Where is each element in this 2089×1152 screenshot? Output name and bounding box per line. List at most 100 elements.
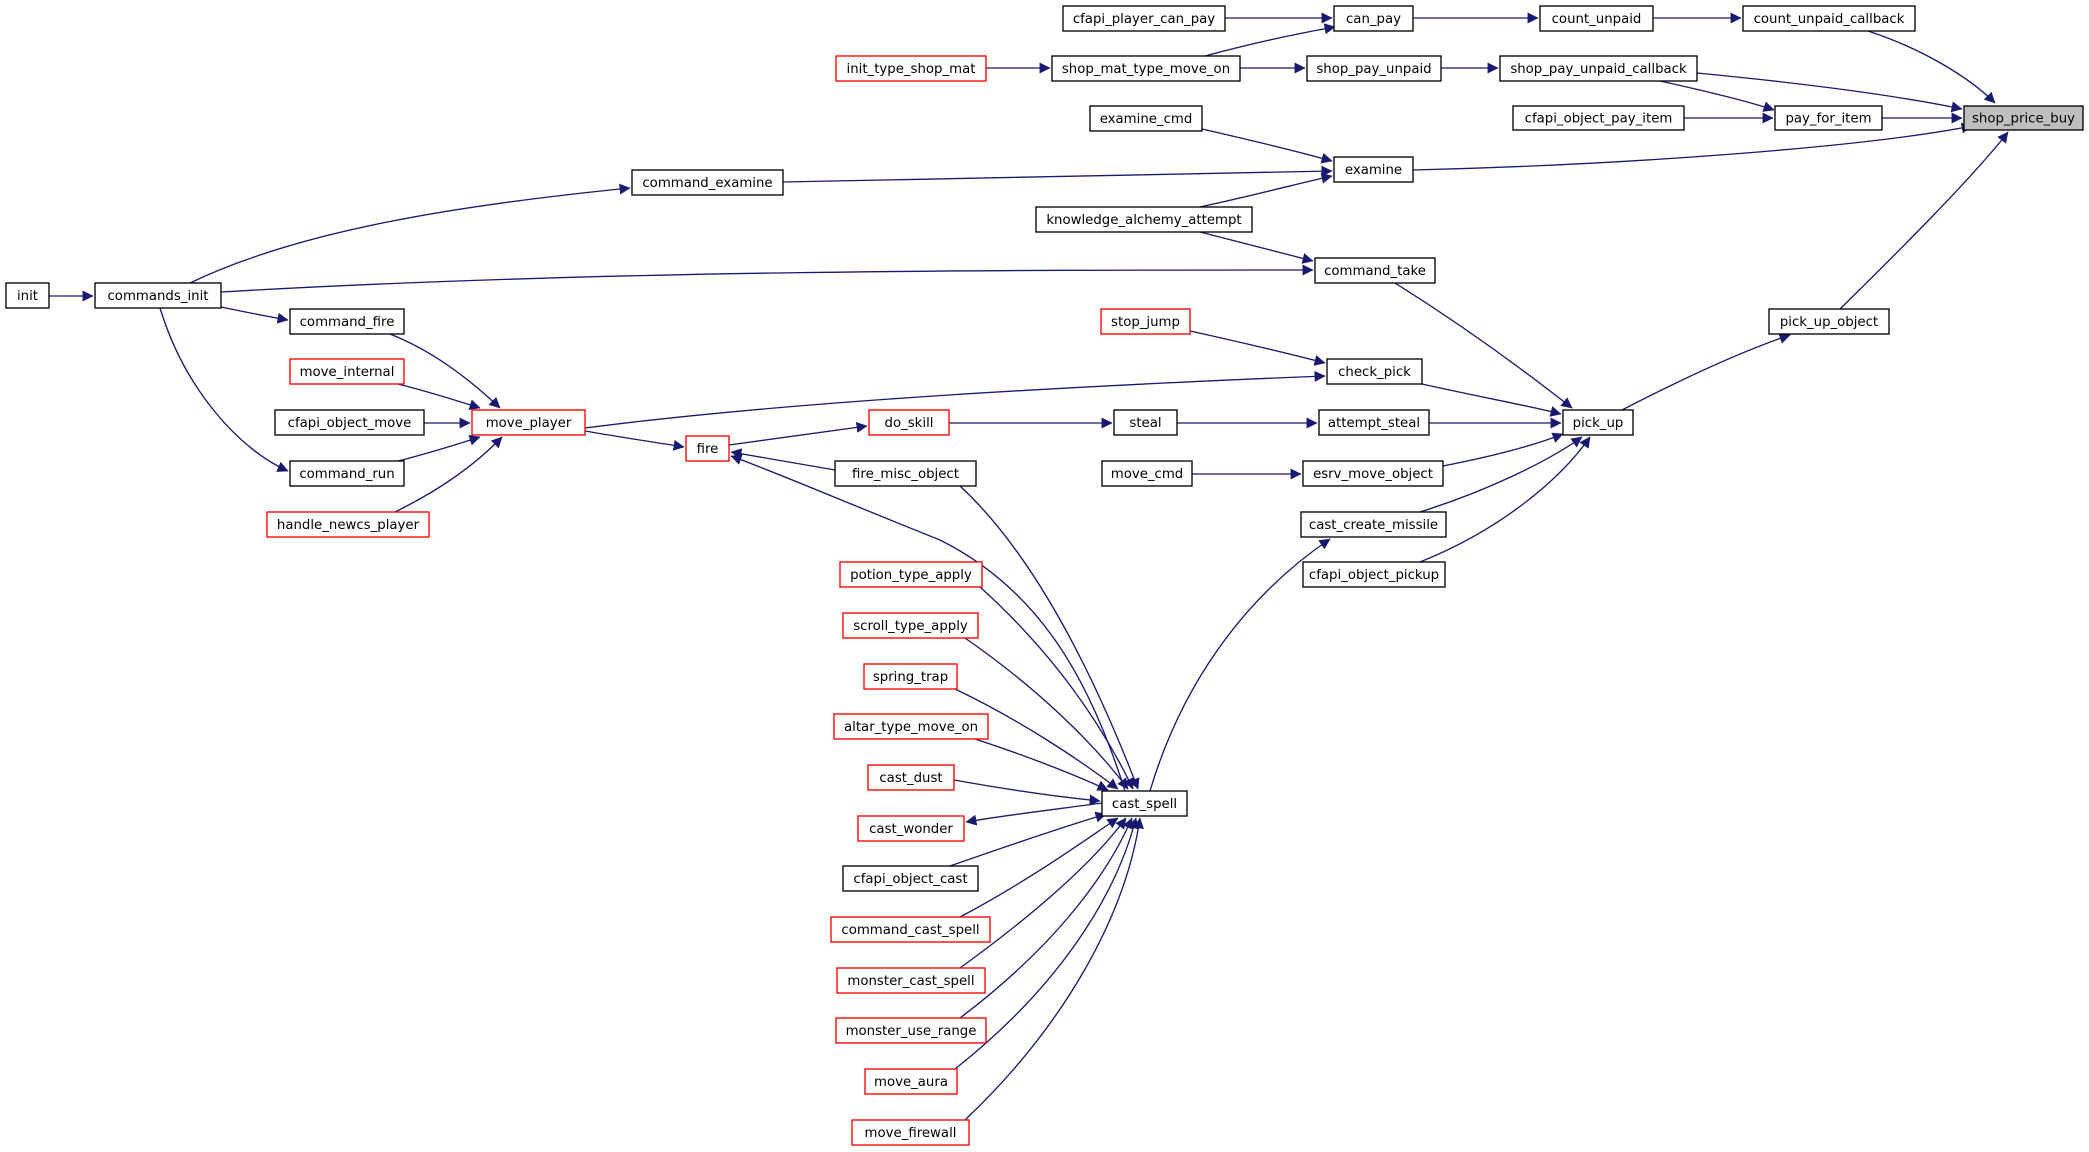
edge-scroll_type_apply-to-cast_spell: [964, 637, 1129, 790]
node-label: commands_init: [108, 289, 209, 304]
node-box: [1562, 409, 1634, 436]
node-box: [685, 435, 730, 462]
node-command-fire[interactable]: command_fire: [289, 308, 405, 335]
edge-path: [159, 307, 289, 472]
node-pick-up[interactable]: pick_up: [1562, 409, 1634, 436]
node-cfapi-object-pickup[interactable]: cfapi_object_pickup: [1302, 561, 1446, 588]
node-cfapi-player-can-pay[interactable]: cfapi_player_can_pay: [1062, 5, 1226, 32]
node-potion-type-apply[interactable]: potion_type_apply: [839, 561, 983, 588]
node-esrv-move-object[interactable]: esrv_move_object: [1302, 460, 1444, 487]
edge-command_cast_spell-to-cast_spell: [959, 817, 1119, 918]
node-label: can_pay: [1346, 12, 1401, 27]
node-pay-for-item[interactable]: pay_for_item: [1774, 105, 1883, 131]
node-cfapi-object-pay-item[interactable]: cfapi_object_pay_item: [1512, 105, 1685, 131]
node-label: fire_misc_object: [852, 467, 959, 482]
node-check-pick[interactable]: check_pick: [1326, 358, 1423, 385]
node-steal[interactable]: steal: [1113, 409, 1178, 436]
node-box: [5, 282, 50, 309]
edge-knowledge_alchemy_attempt-to-examine: [1199, 172, 1333, 208]
node-cast-wonder[interactable]: cast_wonder: [857, 815, 965, 842]
edge-path: [974, 738, 1109, 791]
edge-path: [1659, 80, 1775, 112]
node-label: shop_price_buy: [1972, 112, 2075, 127]
node-label: cfapi_object_pay_item: [1525, 112, 1673, 127]
node-init-type-shop-mat[interactable]: init_type_shop_mat: [835, 55, 987, 82]
edge-shop_pay_unpaid_callback-to-shop_price_buy: [1696, 72, 1963, 113]
node-box: [830, 916, 991, 943]
node-move-aura[interactable]: move_aura: [864, 1068, 958, 1095]
node-box: [471, 409, 586, 436]
edge-cast_spell-to-cast_create_missile: [1149, 538, 1331, 792]
node-command-run[interactable]: command_run: [289, 460, 405, 487]
node-cast-spell[interactable]: cast_spell: [1101, 790, 1188, 817]
node-shop-price-buy[interactable]: shop_price_buy: [1963, 105, 2084, 131]
edge-path: [954, 688, 1119, 790]
node-command-take[interactable]: command_take: [1314, 257, 1436, 284]
edge-examine_cmd-to-examine: [1201, 128, 1333, 164]
node-handle-newcs-player[interactable]: handle_newcs_player: [266, 511, 430, 538]
node-count-unpaid-callback[interactable]: count_unpaid_callback: [1742, 5, 1916, 32]
node-commands-init[interactable]: commands_init: [94, 282, 222, 309]
node-examine[interactable]: examine: [1333, 156, 1414, 183]
node-move-firewall[interactable]: move_firewall: [851, 1119, 970, 1146]
edge-move_internal-to-move_player: [397, 383, 481, 411]
node-spring-trap[interactable]: spring_trap: [863, 663, 958, 690]
node-cast-dust[interactable]: cast_dust: [867, 764, 955, 791]
edge-commands_init-to-command_examine: [189, 183, 631, 284]
node-fire[interactable]: fire: [685, 435, 730, 462]
node-attempt-steal[interactable]: attempt_steal: [1318, 409, 1430, 436]
node-stop-jump[interactable]: stop_jump: [1100, 308, 1191, 335]
node-knowledge-alchemy-attempt[interactable]: knowledge_alchemy_attempt: [1035, 206, 1253, 233]
edge-path: [964, 817, 1144, 1121]
node-command-cast-spell[interactable]: command_cast_spell: [830, 916, 991, 943]
node-examine-cmd[interactable]: examine_cmd: [1089, 105, 1203, 132]
node-box: [1100, 308, 1191, 335]
node-init[interactable]: init: [5, 282, 50, 309]
node-monster-use-range[interactable]: monster_use_range: [835, 1017, 987, 1044]
node-shop-pay-unpaid[interactable]: shop_pay_unpaid: [1306, 55, 1442, 82]
node-label: cfapi_player_can_pay: [1073, 12, 1215, 27]
node-box: [94, 282, 222, 309]
node-altar-type-move-on[interactable]: altar_type_move_on: [833, 713, 989, 740]
edge-commands_init-to-command_take: [220, 264, 1314, 293]
node-label: command_examine: [642, 176, 772, 191]
node-label: cfapi_object_move: [288, 416, 412, 431]
node-cfapi-object-cast[interactable]: cfapi_object_cast: [842, 865, 979, 892]
node-box: [1333, 156, 1414, 183]
node-box: [842, 612, 979, 639]
node-cast-create-missile[interactable]: cast_create_missile: [1300, 511, 1447, 538]
node-pick-up-object[interactable]: pick_up_object: [1768, 308, 1890, 335]
node-move-player[interactable]: move_player: [471, 409, 586, 436]
node-monster-cast-spell[interactable]: monster_cast_spell: [836, 967, 986, 994]
node-label: command_fire: [300, 315, 395, 330]
node-box: [266, 511, 430, 538]
node-label: cast_dust: [879, 771, 942, 786]
node-shop-mat-type-move-on[interactable]: shop_mat_type_move_on: [1051, 55, 1241, 82]
edge-path: [949, 811, 1107, 867]
node-move-internal[interactable]: move_internal: [289, 358, 405, 385]
node-scroll-type-apply[interactable]: scroll_type_apply: [842, 612, 979, 639]
edge-path: [1839, 131, 2009, 310]
node-box: [1300, 511, 1447, 538]
node-label: examine_cmd: [1100, 112, 1193, 127]
node-box: [1333, 5, 1414, 32]
node-label: do_skill: [885, 416, 934, 431]
node-label: move_cmd: [1111, 467, 1184, 482]
edge-path: [220, 264, 1314, 293]
node-move-cmd[interactable]: move_cmd: [1101, 460, 1193, 487]
node-do-skill[interactable]: do_skill: [868, 409, 950, 436]
node-shop-pay-unpaid-callback[interactable]: shop_pay_unpaid_callback: [1499, 55, 1698, 82]
node-can-pay[interactable]: can_pay: [1333, 5, 1414, 32]
node-label: shop_mat_type_move_on: [1062, 62, 1230, 77]
node-box: [1539, 5, 1654, 32]
edge-path: [1621, 333, 1791, 411]
node-box: [1314, 257, 1436, 284]
node-command-examine[interactable]: command_examine: [631, 169, 784, 196]
edge-path: [954, 817, 1139, 1070]
edge-altar_type_move_on-to-cast_spell: [974, 738, 1109, 791]
edge-path: [959, 817, 1119, 918]
node-count-unpaid[interactable]: count_unpaid: [1539, 5, 1654, 32]
node-cfapi-object-move[interactable]: cfapi_object_move: [274, 409, 425, 436]
node-fire-misc-object[interactable]: fire_misc_object: [834, 460, 977, 487]
edges-layer: [49, 12, 2009, 1121]
